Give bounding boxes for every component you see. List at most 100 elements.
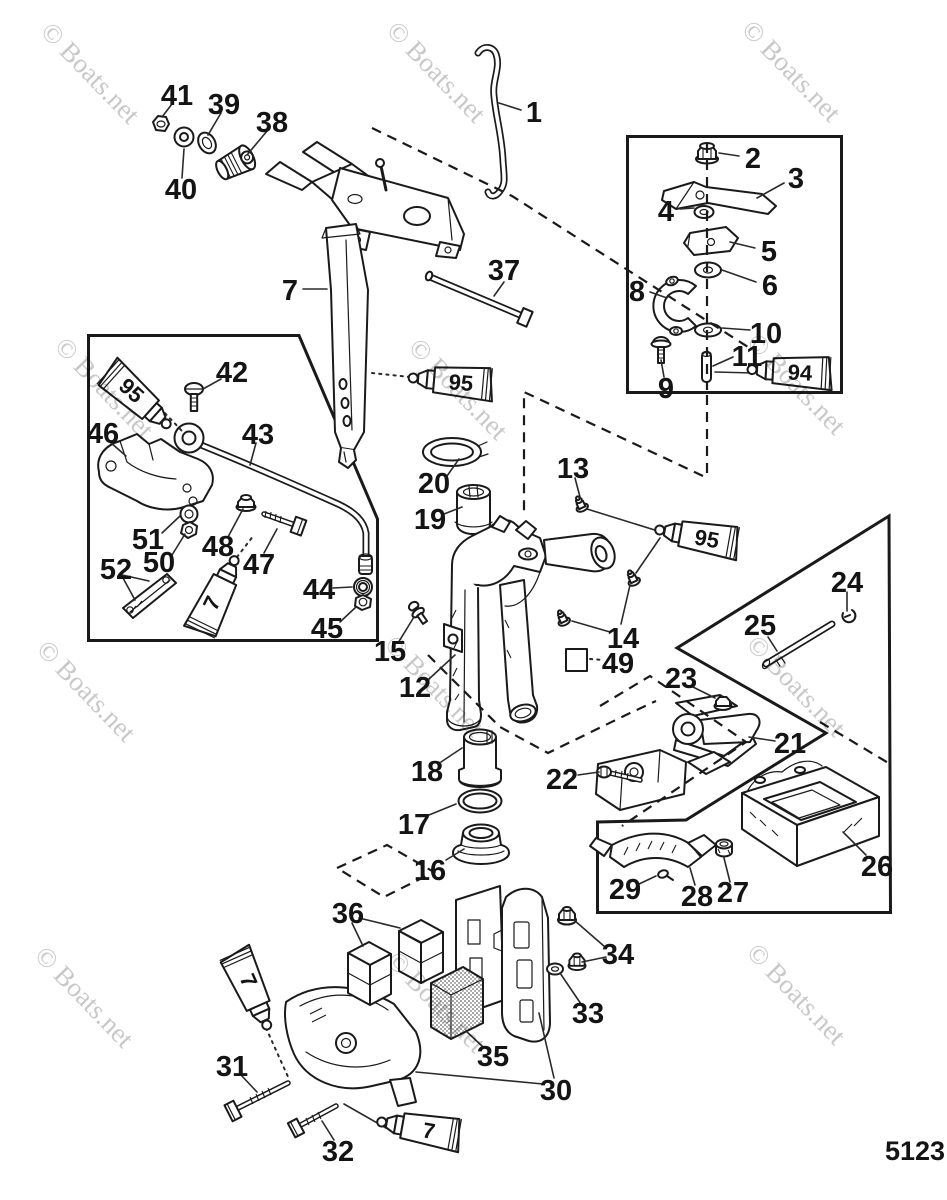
leader-line bbox=[358, 917, 401, 929]
callout-18: 18 bbox=[411, 756, 443, 788]
callout-47: 47 bbox=[243, 549, 275, 581]
watermark-text: © Boats.net bbox=[381, 15, 492, 129]
part-45-nut bbox=[354, 594, 372, 611]
callout-14: 14 bbox=[607, 623, 639, 655]
part-13-grease-fitting bbox=[574, 495, 589, 513]
leader-line bbox=[443, 506, 463, 515]
watermark-text: © Boats.net bbox=[736, 14, 847, 128]
callout-12: 12 bbox=[399, 672, 431, 704]
leader-line bbox=[635, 537, 661, 574]
leader-line bbox=[559, 972, 582, 1005]
part-39-washer bbox=[197, 131, 217, 155]
leader-line bbox=[428, 803, 457, 816]
callout-1: 1 bbox=[526, 97, 542, 129]
part-42-screw bbox=[184, 382, 204, 412]
grease-tube-94: 94 bbox=[746, 356, 833, 392]
part-51-washer bbox=[179, 504, 199, 524]
callout-50: 50 bbox=[143, 547, 175, 579]
part-3-cam-arm bbox=[661, 181, 777, 215]
callout-23: 23 bbox=[665, 663, 697, 695]
leader-line bbox=[679, 207, 695, 210]
connector-dot-line bbox=[265, 1027, 290, 1080]
callout-10: 10 bbox=[750, 318, 782, 350]
callout-37: 37 bbox=[488, 255, 520, 287]
callout-44: 44 bbox=[303, 574, 335, 606]
callout-32: 32 bbox=[322, 1136, 354, 1168]
callout-22: 22 bbox=[546, 764, 578, 796]
part-49-shim-square bbox=[565, 648, 588, 672]
part-34-locknuts bbox=[557, 906, 587, 972]
leader-line bbox=[571, 620, 611, 633]
part-46-mount-bracket bbox=[97, 433, 214, 511]
part-14-grease-fitting-a bbox=[626, 569, 641, 587]
callout-21: 21 bbox=[774, 728, 806, 760]
part-18-bushing bbox=[458, 728, 502, 788]
callout-20: 20 bbox=[418, 468, 450, 500]
diagram-number: 5123 bbox=[885, 1136, 945, 1166]
connector-dash-line bbox=[427, 654, 657, 755]
callout-19: 19 bbox=[414, 504, 446, 536]
grease-tube-7: 7 bbox=[219, 943, 273, 1031]
part-38-bushing bbox=[215, 144, 257, 181]
leader-line bbox=[649, 291, 668, 299]
part-16-seal bbox=[452, 823, 510, 865]
callout-11: 11 bbox=[732, 341, 763, 373]
callout-46: 46 bbox=[87, 418, 119, 450]
part-28-lock-lever bbox=[589, 832, 717, 868]
detail-box-top-right bbox=[626, 135, 843, 394]
leader-lines bbox=[109, 102, 867, 1141]
leader-line bbox=[620, 584, 631, 625]
leader-line bbox=[446, 458, 460, 477]
leader-line bbox=[263, 528, 278, 554]
part-8-curved-bracket bbox=[652, 275, 697, 336]
part-52-anode-strip bbox=[122, 573, 177, 619]
part-33-washer bbox=[546, 962, 564, 976]
leader-line bbox=[767, 636, 778, 652]
callout-28: 28 bbox=[681, 881, 713, 913]
leader-line bbox=[440, 747, 463, 763]
leader-line bbox=[714, 371, 754, 374]
part-26-tilt-lock-housing bbox=[741, 760, 880, 867]
part-17-oring bbox=[457, 788, 503, 814]
callout-7: 7 bbox=[282, 275, 298, 307]
watermark-text: © Boats.net bbox=[403, 332, 514, 446]
callout-2: 2 bbox=[745, 143, 761, 175]
leader-line bbox=[122, 577, 136, 601]
tube-ref-label: 7 bbox=[421, 1117, 437, 1144]
part-7-swivel-shaft bbox=[321, 223, 369, 469]
callout-36: 36 bbox=[332, 898, 364, 930]
callout-41: 41 bbox=[161, 80, 193, 112]
callout-48: 48 bbox=[202, 531, 234, 563]
part-37-pivot-pin bbox=[424, 270, 534, 328]
dashed-connector-lines bbox=[159, 127, 891, 1080]
part-4-washer bbox=[693, 205, 715, 219]
leader-line bbox=[181, 148, 185, 179]
callout-39: 39 bbox=[208, 89, 240, 121]
part-44-washer bbox=[353, 577, 373, 597]
leader-line bbox=[246, 130, 268, 156]
watermark-text: © Boats.net bbox=[741, 937, 852, 1051]
part-31-bolt bbox=[223, 1080, 291, 1123]
connector-dash-line bbox=[819, 721, 891, 765]
leader-line bbox=[660, 359, 665, 378]
part-12-swivel-bracket bbox=[443, 515, 616, 732]
callout-30: 30 bbox=[540, 1075, 572, 1107]
connector-dot-line bbox=[236, 534, 255, 558]
connector-dot-line bbox=[159, 407, 183, 432]
part-35-mount-block bbox=[430, 966, 484, 1040]
leader-line bbox=[721, 327, 751, 331]
callout-26: 26 bbox=[861, 851, 893, 883]
watermark-text: © Boats.net bbox=[35, 16, 146, 130]
callout-25: 25 bbox=[744, 610, 776, 642]
leader-line bbox=[428, 654, 456, 680]
callout-15: 15 bbox=[374, 636, 406, 668]
leader-line bbox=[161, 515, 181, 534]
leader-line bbox=[397, 616, 415, 644]
callout-35: 35 bbox=[477, 1041, 509, 1073]
detail-box-left bbox=[87, 334, 379, 642]
leader-line bbox=[538, 1012, 555, 1079]
part-5-cam-plate bbox=[683, 226, 739, 256]
